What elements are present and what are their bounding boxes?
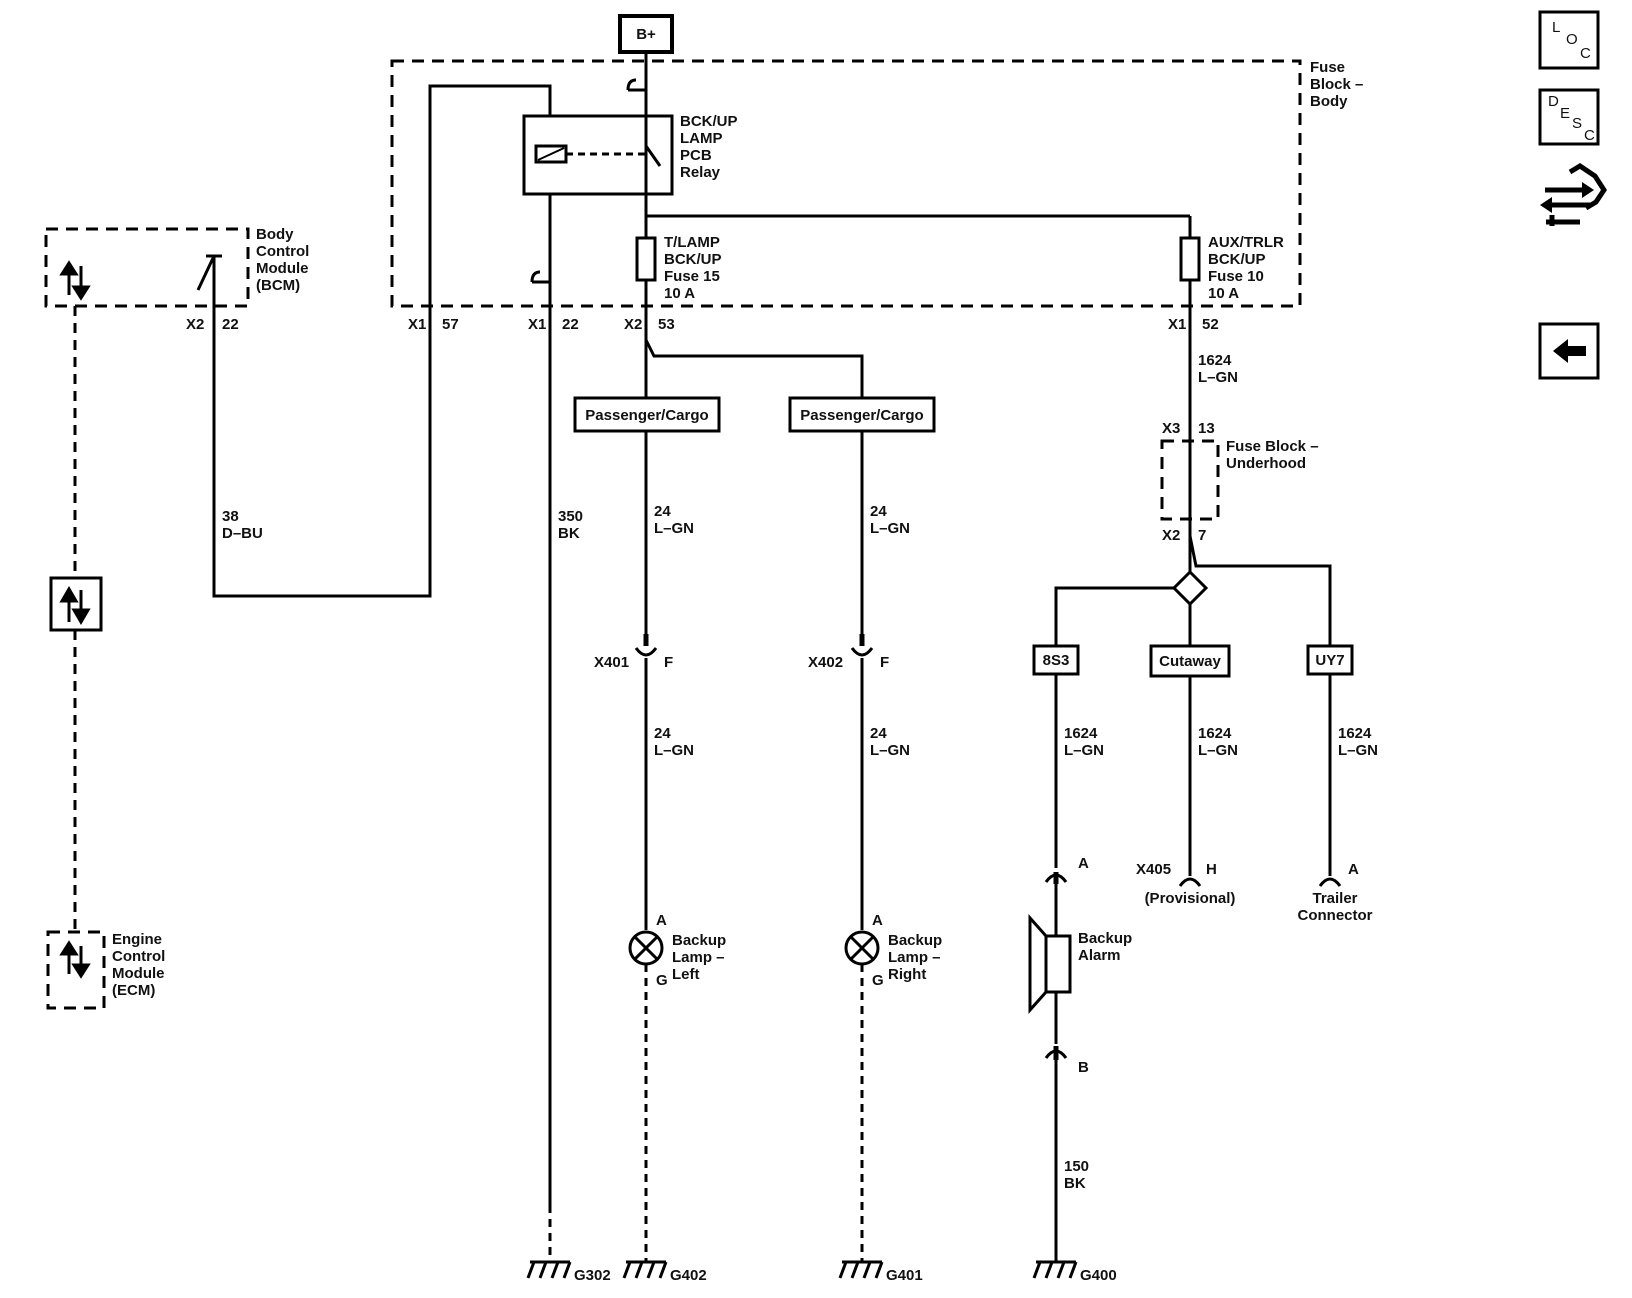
loc-button[interactable]: L O C [1538,10,1600,70]
connector-label: X402 [808,654,843,671]
svg-text:D: D [1548,93,1559,110]
svg-text:E: E [1560,105,1570,122]
ground-symbol-icon [1032,1260,1078,1279]
serial-data-arrows-icon [59,940,91,979]
ground-label: G302 [574,1267,611,1284]
ground-symbol-icon [622,1260,668,1279]
connector-pin: A [1348,861,1359,878]
fuse-10 [1179,236,1201,282]
pin-label: 22 [222,316,239,333]
pin-label: X1 [1168,316,1186,333]
pin-label: X2 [186,316,204,333]
pin-label: X2 [624,316,642,333]
option-box-label: 8S3 [1043,652,1070,669]
serial-data-box [49,576,103,632]
svg-text:C: C [1580,45,1591,62]
connector-pin: A [1078,855,1089,872]
serial-data-arrows-icon [59,260,91,301]
left-arrow-icon [1553,339,1586,363]
bcm-boundary [44,227,250,308]
connector-label: X405 [1136,861,1171,878]
connector-x405 [1178,877,1202,887]
connector-symbol [530,270,550,284]
option-box-label: Cutaway [1159,653,1221,670]
pin-label: 53 [658,316,675,333]
ground-symbol-icon [838,1260,884,1279]
option-box-label: Passenger/Cargo [800,407,923,424]
connector-pin: F [880,654,889,671]
svg-text:O: O [1566,31,1578,48]
pin-label: 22 [562,316,579,333]
pin-label: X3 [1162,420,1180,437]
connector-trailer [1318,877,1342,887]
fuse-block-body-boundary [390,59,1302,308]
connector-note: (Provisional) [1145,890,1236,907]
pin-label: X1 [528,316,546,333]
desc-button[interactable]: D E S C [1538,88,1600,146]
lamp-pin: G [872,972,884,989]
ecm-boundary [46,930,106,1010]
battery-terminal-label: B+ [636,26,656,43]
fuse-block-underhood-label: Fuse Block –Underhood [1226,438,1319,472]
pin-label: 7 [1198,527,1206,544]
ground-label: G401 [886,1267,923,1284]
lamp-pin: A [872,912,883,929]
ground-symbol-icon [526,1260,572,1279]
option-box-label: UY7 [1315,652,1344,669]
lamp-pin: G [656,972,668,989]
pin-label: 52 [1202,316,1219,333]
svg-text:C: C [1584,127,1595,144]
connector-x401 [634,647,658,657]
option-box-label: Passenger/Cargo [585,407,708,424]
svg-text:L: L [1552,19,1560,36]
pin-label: 13 [1198,420,1215,437]
connector-x402 [850,647,874,657]
pin-label: X1 [408,316,426,333]
ground-label: G400 [1080,1267,1117,1284]
svg-text:S: S [1572,115,1582,132]
pin-label: X2 [1162,527,1180,544]
speaker-cone [1028,914,1048,1014]
relay-body [522,114,674,196]
connector-pin: H [1206,861,1217,878]
splice-diamond [1171,569,1209,607]
connector-wrench-icon[interactable] [1540,163,1607,226]
wire-38-d-bu [212,84,552,598]
ground-label: G402 [670,1267,707,1284]
connector-symbol [626,78,646,92]
lamp-pin: A [656,912,667,929]
back-button[interactable] [1538,322,1600,380]
fuse-15 [635,236,657,282]
connector-pin: F [664,654,673,671]
pin-label: 57 [442,316,459,333]
connector-label: X401 [594,654,629,671]
serial-data-arrows-icon [59,586,91,625]
connector-pin: B [1078,1059,1089,1076]
backup-alarm-icon [1044,934,1072,994]
